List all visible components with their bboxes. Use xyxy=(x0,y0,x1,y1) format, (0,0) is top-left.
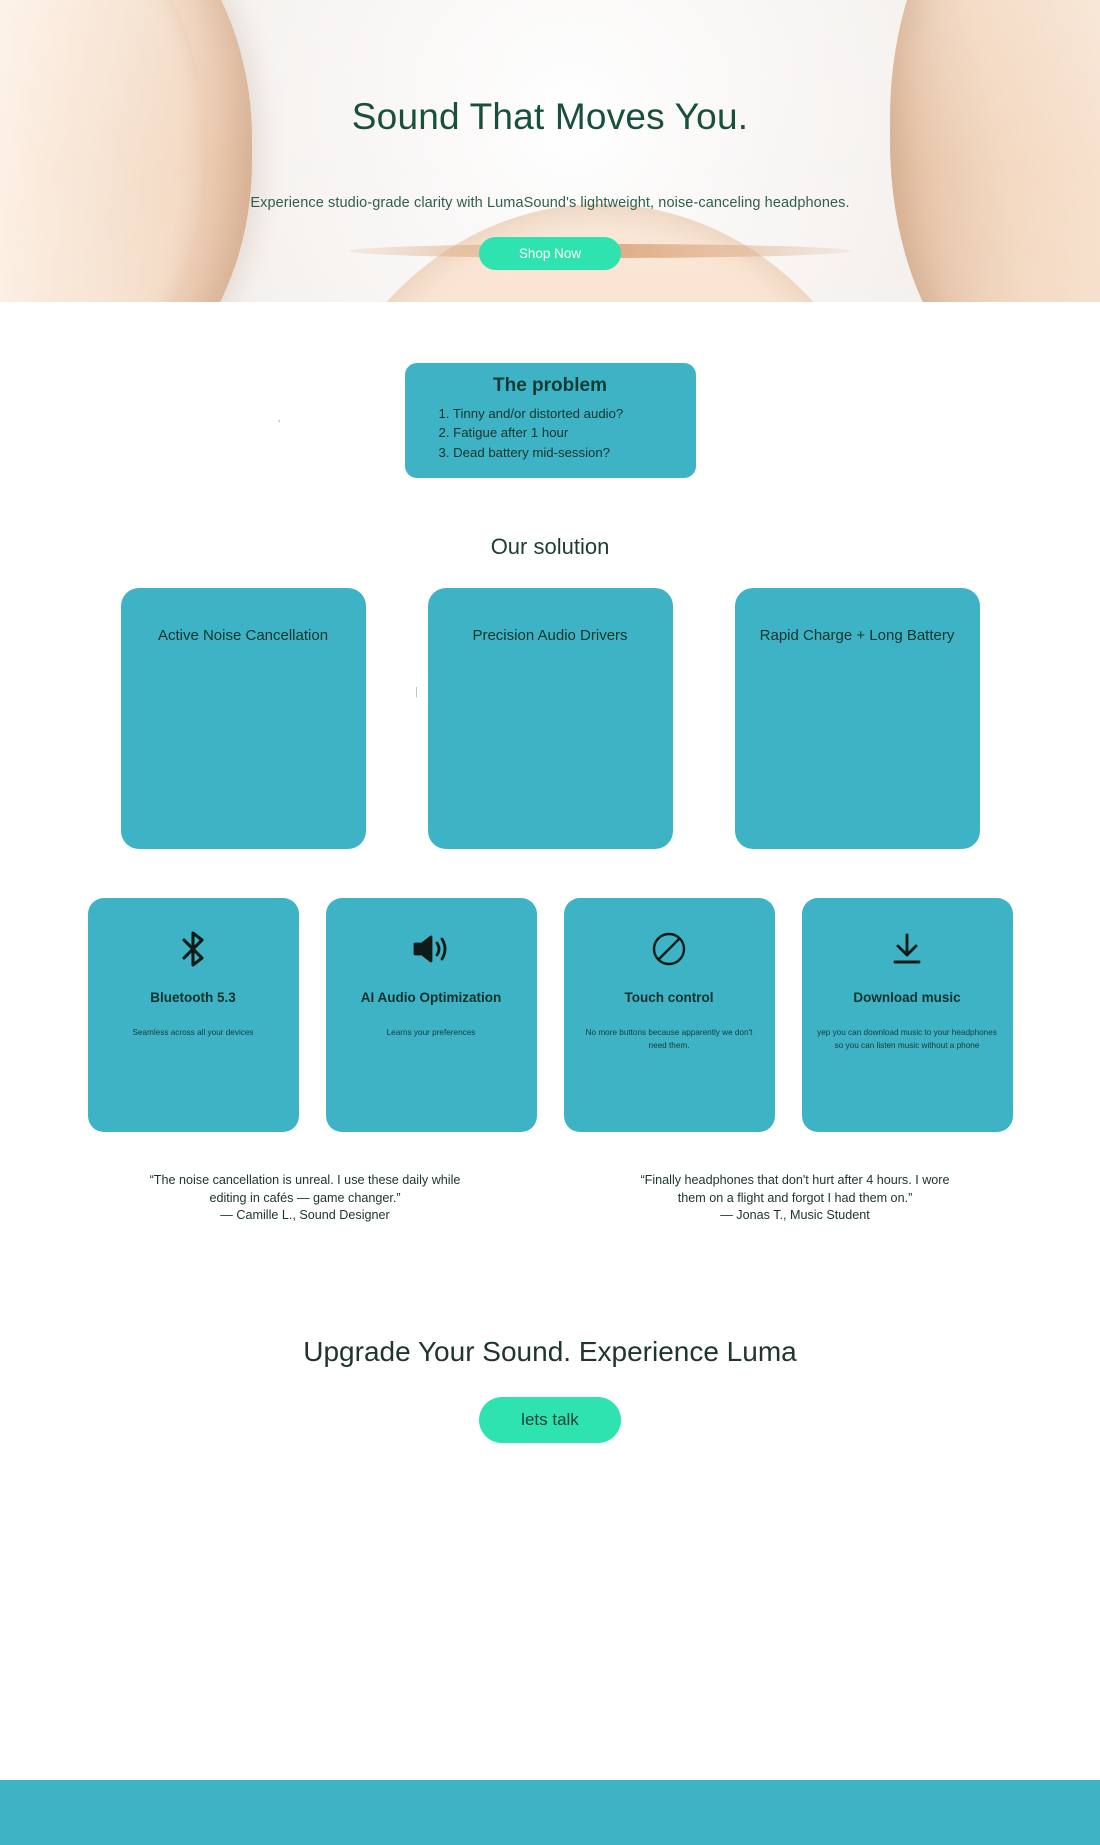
solution-card-active-noise-cancellation[interactable]: Active Noise Cancellation xyxy=(120,588,366,850)
headphone-left-earcup xyxy=(0,0,252,302)
feature-title: Download music xyxy=(853,990,961,1006)
problem-item: 2. Fatigue after 1 hour xyxy=(438,425,569,441)
feature-description: yep you can download music to your headp… xyxy=(817,1028,997,1050)
feature-card-download-music[interactable]: Download music yep you can download musi… xyxy=(801,898,1013,1133)
lets-talk-button[interactable]: lets talk xyxy=(479,1397,621,1444)
problem-item: 1. Tinny and/or distorted audio? xyxy=(438,406,624,421)
no-entry-icon xyxy=(578,928,761,970)
solution-card-label: Active Noise Cancellation xyxy=(157,627,329,645)
problem-item: 3. Dead battery mid-session? xyxy=(438,444,611,460)
bluetooth-icon xyxy=(102,928,285,970)
stray-mark-middle: | xyxy=(415,686,418,698)
testimonial-author: — Camille L., Sound Designer xyxy=(220,1207,390,1222)
solution-card-row: Active Noise Cancellation Precision Audi… xyxy=(0,588,1100,850)
problem-list: 1. Tinny and/or distorted audio? 2. Fati… xyxy=(421,404,680,462)
testimonial-camille: “The noise cancellation is unreal. I use… xyxy=(145,1172,465,1224)
feature-description: No more buttons because apparently we do… xyxy=(585,1028,753,1050)
problem-title: The problem xyxy=(492,375,607,396)
testimonial-author: — Jonas T., Music Student xyxy=(720,1207,870,1222)
hero-content: Sound That Moves You. Experience studio-… xyxy=(0,0,1100,270)
speaker-volume-icon xyxy=(340,928,523,970)
earcup-rim xyxy=(0,0,204,302)
problem-section: The problem 1. Tinny and/or distorted au… xyxy=(0,302,1100,479)
hero-title: Sound That Moves You. xyxy=(351,96,749,137)
shop-now-button[interactable]: Shop Now xyxy=(479,237,621,270)
feature-card-touch-control[interactable]: Touch control No more buttons because ap… xyxy=(563,898,775,1133)
feature-card-ai-audio[interactable]: AI Audio Optimization Learns your prefer… xyxy=(325,898,537,1133)
solution-card-label: Precision Audio Drivers xyxy=(472,627,628,645)
feature-card-row: Bluetooth 5.3 Seamless across all your d… xyxy=(0,898,1100,1133)
testimonial-quote: “Finally headphones that don't hurt afte… xyxy=(640,1173,950,1205)
cta-title: Upgrade Your Sound. Experience Luma xyxy=(303,1336,797,1368)
cta-section: Upgrade Your Sound. Experience Luma lets… xyxy=(0,1336,1100,1444)
feature-title: Touch control xyxy=(624,990,714,1006)
stray-mark-left: ‘ xyxy=(278,418,281,430)
solution-card-label: Rapid Charge + Long Battery xyxy=(759,627,955,645)
feature-title: Bluetooth 5.3 xyxy=(150,990,236,1006)
headphone-right-earcup xyxy=(890,0,1100,302)
solution-card-precision-audio-drivers[interactable]: Precision Audio Drivers xyxy=(427,588,673,850)
feature-description: Learns your preferences xyxy=(386,1028,476,1038)
download-icon xyxy=(816,928,999,970)
footer-bar xyxy=(0,1780,1100,1845)
feature-description: Seamless across all your devices xyxy=(132,1028,254,1038)
testimonial-quote: “The noise cancellation is unreal. I use… xyxy=(149,1173,461,1205)
solution-card-rapid-charge-long-battery[interactable]: Rapid Charge + Long Battery xyxy=(734,588,980,850)
problem-card: The problem 1. Tinny and/or distorted au… xyxy=(404,363,696,479)
testimonials-section: “The noise cancellation is unreal. I use… xyxy=(0,1172,1100,1224)
hero-section: Sound That Moves You. Experience studio-… xyxy=(0,0,1100,302)
testimonial-jonas: “Finally headphones that don't hurt afte… xyxy=(635,1172,955,1224)
solution-heading: Our solution xyxy=(490,534,610,560)
feature-card-bluetooth[interactable]: Bluetooth 5.3 Seamless across all your d… xyxy=(87,898,299,1133)
hero-subtitle: Experience studio-grade clarity with Lum… xyxy=(250,195,850,211)
feature-title: AI Audio Optimization xyxy=(360,990,502,1006)
